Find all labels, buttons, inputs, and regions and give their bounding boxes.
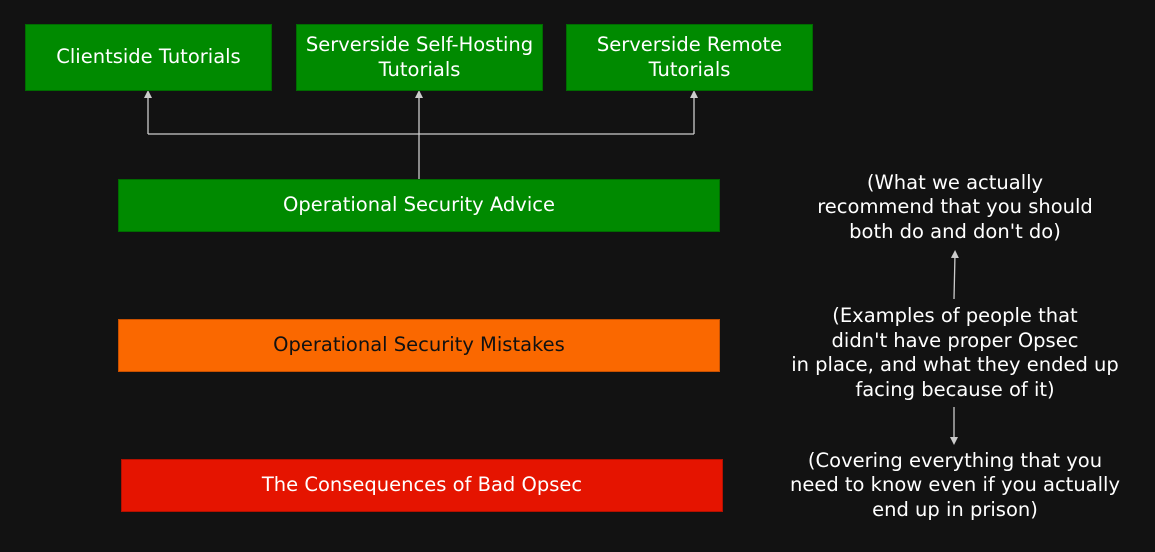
node-clientside-tutorials[interactable]: Clientside Tutorials [25, 24, 272, 91]
node-opsec-mistakes[interactable]: Operational Security Mistakes [118, 319, 720, 372]
note-mistakes: (Examples of people that didn't have pro… [791, 304, 1119, 401]
node-bad-opsec-consequences[interactable]: The Consequences of Bad Opsec [121, 459, 723, 512]
note-consequences: (Covering everything that you need to kn… [789, 448, 1121, 521]
arrow-mistakes-to-advice-note [950, 250, 959, 300]
node-serverside-remote-tutorials[interactable]: Serverside Remote Tutorials [566, 24, 813, 91]
node-opsec-advice[interactable]: Operational Security Advice [118, 179, 720, 232]
node-serverside-self-hosting-tutorials[interactable]: Serverside Self-Hosting Tutorials [296, 24, 543, 91]
note-advice: (What we actually recommend that you sho… [817, 170, 1093, 243]
